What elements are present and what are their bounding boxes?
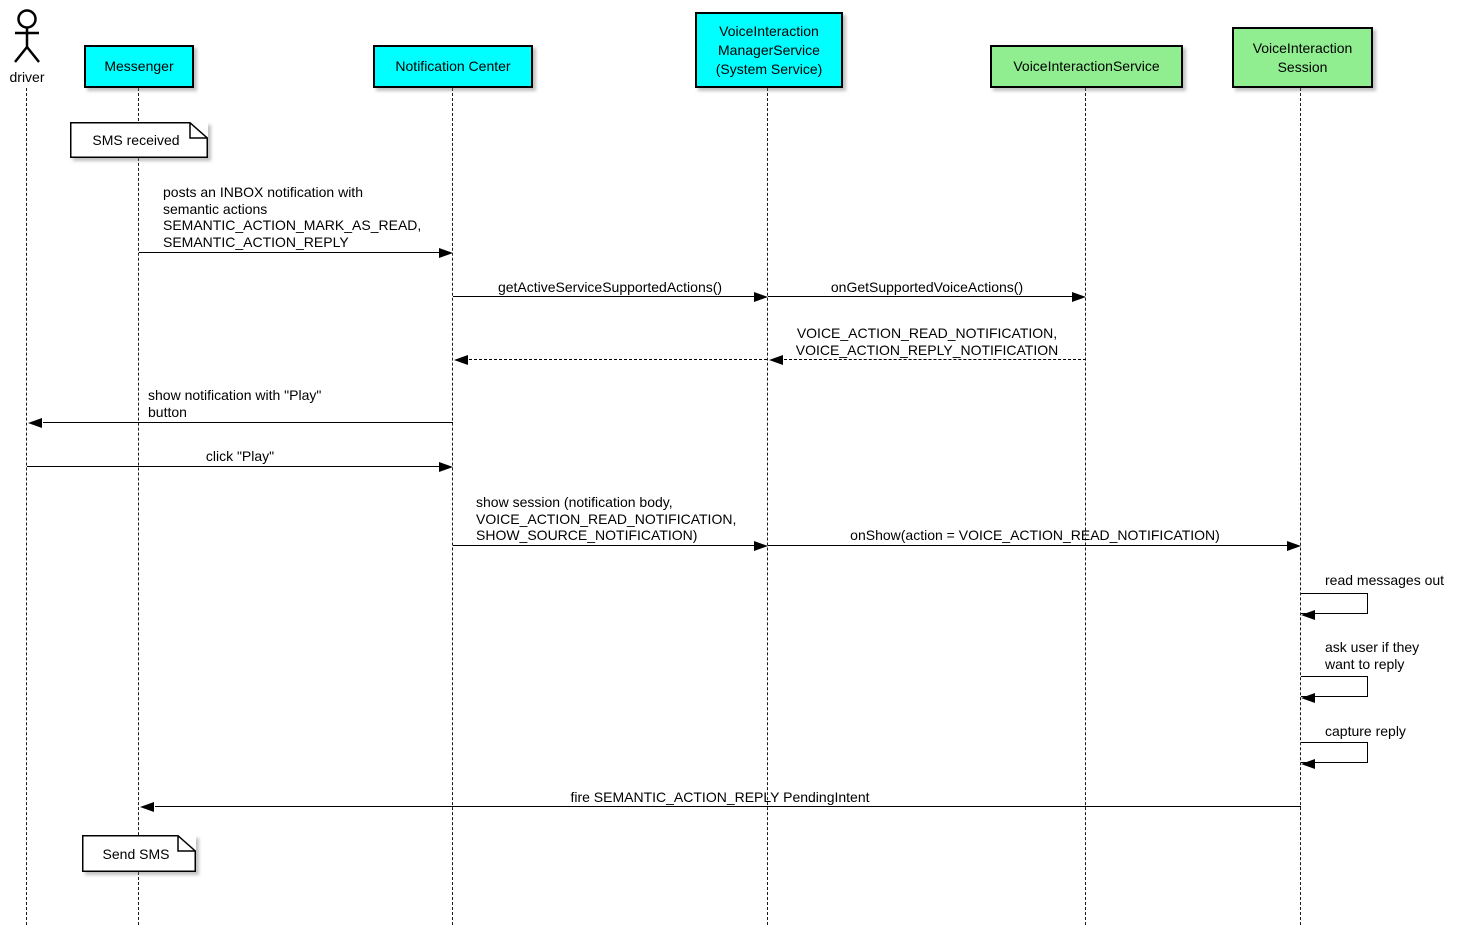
arrowhead-icon (769, 354, 783, 365)
self-message-read-messages-out (1301, 593, 1368, 620)
participant-voice-interaction-session: VoiceInteraction Session (1232, 27, 1373, 88)
lifeline-voice-interaction-manager-service (767, 88, 768, 925)
arrowhead-icon (1301, 609, 1315, 620)
arrowhead-icon (140, 801, 154, 812)
participant-voice-interaction-service: VoiceInteractionService (990, 45, 1183, 88)
self-message-ask-user-reply (1301, 676, 1368, 703)
arrowhead-icon (439, 461, 453, 472)
message-label-read-messages-out: read messages out (1325, 572, 1445, 588)
lifeline-notification-center (452, 88, 453, 925)
arrowhead-icon (439, 247, 453, 258)
lifeline-driver (26, 88, 27, 925)
message-label-show-notification-play: show notification with "Play" button (148, 387, 322, 420)
message-line-click-play (27, 466, 441, 467)
message-line-voice-action-read-reply (784, 359, 1086, 360)
note-sms-received: SMS received (70, 122, 208, 158)
participant-voice-interaction-manager-service: VoiceInteraction ManagerService (System … (695, 12, 843, 88)
message-line-fire-semantic-action-reply (155, 806, 1301, 807)
message-line-on-get-supported-voice-actions (768, 296, 1073, 297)
participant-messenger: Messenger (84, 45, 194, 88)
message-label-click-play: click "Play" (205, 448, 275, 464)
message-label-show-session: show session (notification body, VOICE_A… (476, 494, 737, 543)
arrowhead-icon (1287, 540, 1301, 551)
arrowhead-icon (754, 291, 768, 302)
message-line-return-to-notification-center (469, 359, 767, 360)
arrowhead-icon (754, 540, 768, 551)
message-label-ask-user-reply: ask user if they want to reply (1325, 639, 1420, 672)
message-label-fire-semantic-action-reply: fire SEMANTIC_ACTION_REPLY PendingIntent (570, 789, 870, 805)
message-label-get-active-service-supported-actions: getActiveServiceSupportedActions() (497, 279, 723, 295)
arrowhead-icon (1301, 758, 1315, 769)
arrowhead-icon (1072, 291, 1086, 302)
lifeline-voice-interaction-service (1085, 88, 1086, 925)
message-label-capture-reply: capture reply (1325, 723, 1406, 739)
arrowhead-icon (454, 354, 468, 365)
actor-icon (14, 9, 40, 63)
message-label-on-get-supported-voice-actions: onGetSupportedVoiceActions() (830, 279, 1024, 295)
message-line-get-active-service-supported-actions (453, 296, 755, 297)
participant-notification-center: Notification Center (373, 45, 533, 88)
note-send-sms-text: Send SMS (102, 845, 170, 862)
note-sms-received-text: SMS received (92, 132, 180, 148)
lifeline-voice-interaction-session (1300, 88, 1301, 925)
message-label-on-show-action: onShow(action = VOICE_ACTION_READ_NOTIFI… (850, 527, 1220, 543)
note-send-sms: Send SMS (82, 835, 196, 872)
arrowhead-icon (28, 417, 42, 428)
self-message-capture-reply (1301, 742, 1368, 769)
message-label-posts-inbox-notification: posts an INBOX notification with semanti… (163, 184, 422, 250)
message-line-on-show-action (768, 545, 1288, 546)
actor-driver-label: driver (9, 69, 45, 85)
lifeline-messenger (138, 88, 139, 925)
arrowhead-icon (1301, 692, 1315, 703)
message-line-show-notification-play (43, 422, 453, 423)
message-line-posts-inbox-notification (139, 252, 441, 253)
message-label-voice-action-read-reply: VOICE_ACTION_READ_NOTIFICATION, VOICE_AC… (795, 325, 1059, 358)
message-line-show-session (453, 545, 755, 546)
